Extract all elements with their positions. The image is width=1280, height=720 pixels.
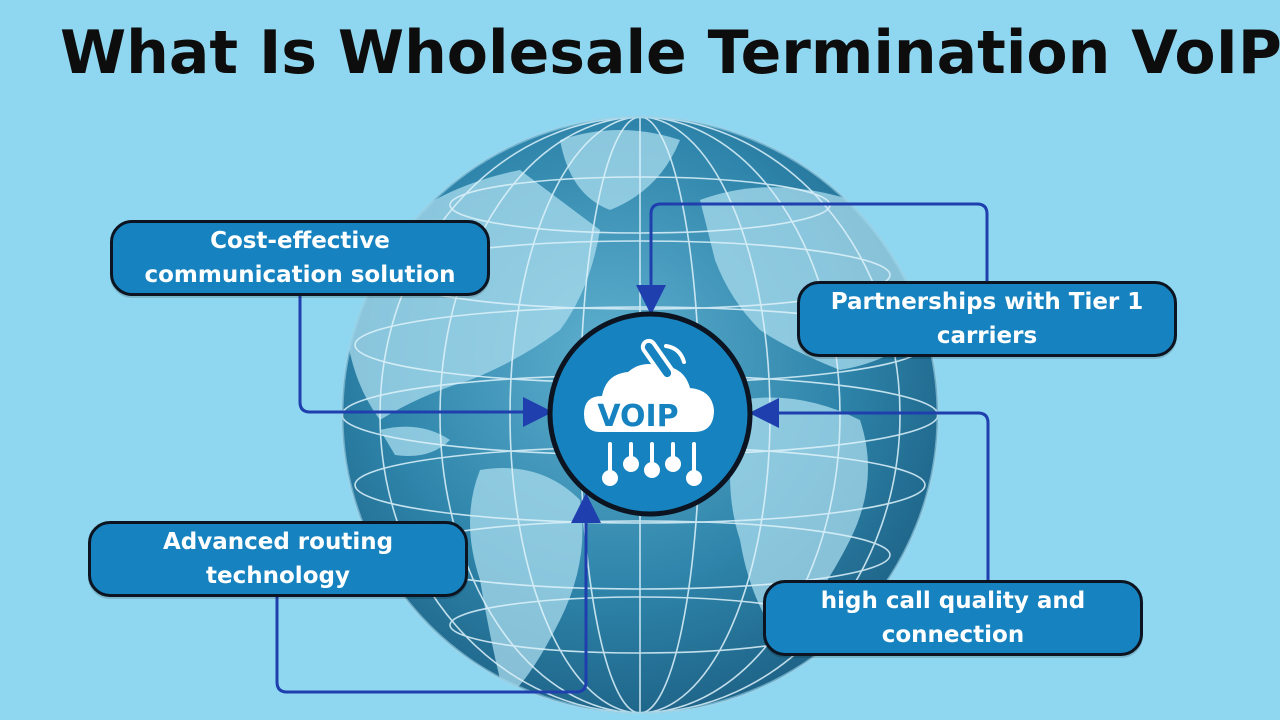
box-cost-effective: Cost-effective communication solution xyxy=(110,220,490,296)
connector-routing-to-hub xyxy=(275,493,601,694)
connector-cost-to-hub xyxy=(298,296,553,427)
hub-label: VOIP xyxy=(597,399,678,434)
box-routing-label: Advanced routing technology xyxy=(162,529,394,589)
box-partnerships: Partnerships with Tier 1 carriers xyxy=(797,281,1177,357)
box-quality-label: high call quality and connection xyxy=(820,588,1086,648)
box-cost-effective-label: Cost-effective communication solution xyxy=(144,228,456,288)
voip-hub: VOIP xyxy=(547,311,753,517)
connectors xyxy=(275,202,990,694)
page-title: What Is Wholesale Termination VoIP? xyxy=(60,18,1280,88)
box-quality: high call quality and connection xyxy=(763,580,1143,656)
connector-quality-to-hub xyxy=(749,398,990,580)
box-routing: Advanced routing technology xyxy=(88,521,468,597)
voip-cloud-phone-icon xyxy=(584,338,714,486)
box-partnerships-label: Partnerships with Tier 1 carriers xyxy=(830,289,1144,349)
connector-partnerships-to-hub xyxy=(636,202,989,315)
